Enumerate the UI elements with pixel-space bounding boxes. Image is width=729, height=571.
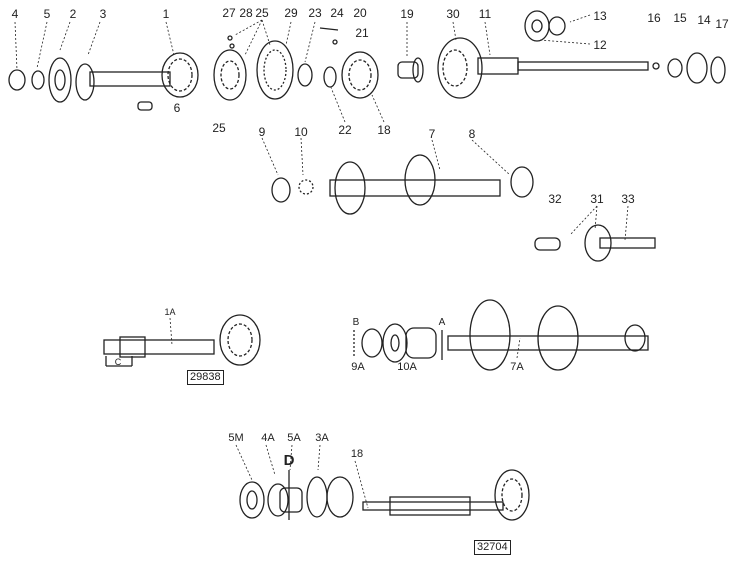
- callout-label: 10: [294, 125, 308, 139]
- callout-label: 30: [446, 7, 460, 21]
- callout-label: D: [283, 452, 295, 469]
- figure-number: 32704: [474, 540, 511, 555]
- callout-label: 1: [162, 7, 170, 21]
- callout-label: 14: [697, 13, 711, 27]
- callout-label: 3A: [315, 432, 329, 444]
- callout-label: 6: [173, 101, 181, 115]
- callout-label: 4A: [261, 432, 275, 444]
- countershaft-assembly: [271, 154, 656, 262]
- input-shaft-1A: [103, 314, 261, 367]
- callout-label: 23: [308, 6, 322, 20]
- callout-label: 5M: [228, 432, 244, 444]
- mainshaft-assembly: [397, 10, 726, 99]
- callout-label: 31: [590, 192, 604, 206]
- callout-label: 5A: [287, 432, 301, 444]
- callout-label: 3: [99, 7, 107, 21]
- callout-label: 19: [400, 7, 414, 21]
- callout-label: 18: [350, 448, 364, 460]
- callout-label: 16: [647, 11, 661, 25]
- callout-label: 9A: [351, 361, 365, 373]
- callout-label: 25: [255, 6, 269, 20]
- callout-label: 24: [330, 6, 344, 20]
- callout-label: 29: [284, 6, 298, 20]
- callout-label: B: [352, 317, 360, 328]
- callout-label: 7: [428, 127, 436, 141]
- figure-number: 29838: [187, 370, 224, 385]
- callout-label: 4: [11, 7, 19, 21]
- callout-label: 1A: [164, 307, 176, 317]
- callout-label: 27: [222, 6, 236, 20]
- synchro-assembly: [213, 27, 379, 101]
- callout-label: 13: [593, 9, 607, 23]
- input-shaft-18-assembly: [239, 469, 530, 521]
- callout-label: 22: [338, 123, 352, 137]
- callout-label: 33: [621, 192, 635, 206]
- callout-label: 25: [212, 121, 226, 135]
- callout-label: 32: [548, 192, 562, 206]
- input-shaft-assembly: [8, 52, 199, 111]
- callout-label: 20: [353, 6, 367, 20]
- callout-label: 28: [239, 6, 253, 20]
- callout-label: 15: [673, 11, 687, 25]
- callout-label: 10A: [397, 361, 417, 373]
- callout-label: A: [438, 317, 446, 328]
- callout-label: 11: [478, 7, 492, 21]
- callout-label: 2: [69, 7, 77, 21]
- callout-label: 5: [43, 7, 51, 21]
- callout-label: 8: [468, 127, 476, 141]
- callout-label: 7A: [510, 361, 524, 373]
- callout-label: 17: [715, 17, 729, 31]
- callout-label: 18: [377, 123, 391, 137]
- callout-label: 21: [355, 26, 369, 40]
- countershaft-7A: [353, 299, 649, 371]
- callout-label: 9: [258, 125, 266, 139]
- callout-label: C: [114, 357, 122, 367]
- callout-label: 12: [593, 38, 607, 52]
